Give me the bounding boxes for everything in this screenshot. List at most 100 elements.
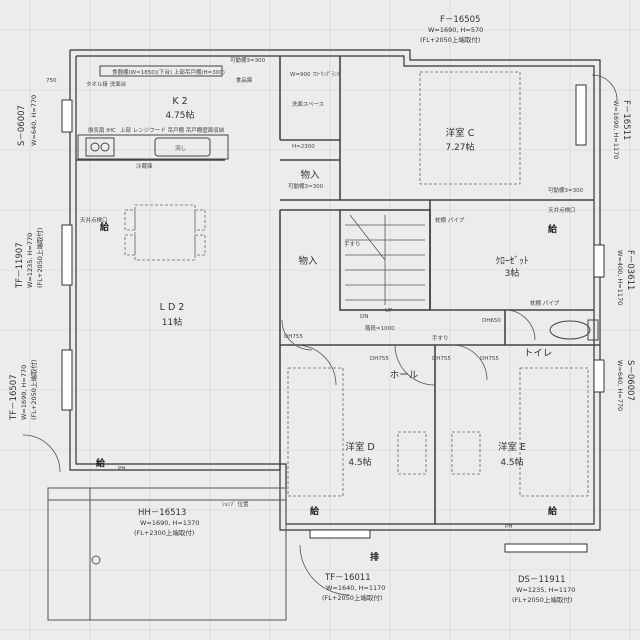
window-tf16507-code: TF－16507 bbox=[9, 374, 19, 421]
room-ld2-name: L D 2 bbox=[160, 302, 185, 313]
window-tf11907: TF－11907 W=1235, H=770 (FL+2050上端取付) bbox=[15, 228, 44, 289]
room-closet-name: ｸﾛｰｾﾞｯﾄ bbox=[495, 256, 529, 267]
window-hh16513-dims: W=1690, H=1370 bbox=[140, 519, 199, 527]
room-k2-size: 4.75帖 bbox=[165, 109, 194, 121]
window-f03611-dims: W=400, H=1170 bbox=[616, 250, 624, 305]
note-shelf-right: 可動棚3=300 bbox=[548, 186, 584, 194]
symbol-hai: 排 bbox=[370, 551, 379, 563]
symbol-kyu-ld: 給 bbox=[100, 221, 110, 233]
window-f16511-code: F－16511 bbox=[621, 100, 631, 140]
exterior-walls bbox=[69, 49, 601, 531]
room-youshitsu-c-size: 7.27帖 bbox=[445, 141, 474, 153]
room-shokuhin-name: 食品庫 bbox=[236, 76, 253, 84]
window-tf16507: TF－16507 W=1690, H=770 (FL+2050上端取付) bbox=[9, 360, 38, 421]
room-ld2-size: 11帖 bbox=[162, 316, 182, 328]
window-f03611-code: F－03611 bbox=[625, 250, 635, 290]
window-f03611: F－03611 W=400, H=1170 bbox=[616, 250, 635, 305]
note-tenjo-left: 天井点検口 bbox=[80, 216, 108, 224]
bed-youshitsu-c bbox=[419, 71, 521, 185]
window-s06007-right-code: S－06007 bbox=[625, 360, 635, 401]
note-k2-cabinet: 食器棚(W=1850)(下台) 上部吊戸棚(H=300) bbox=[112, 68, 225, 76]
window-marks bbox=[61, 84, 605, 553]
window-s06007-right-dims: W=640, H=770 bbox=[616, 360, 624, 411]
window-tf11907-code: TF－11907 bbox=[15, 242, 25, 289]
window-s06007-left-dims: W=640, H=770 bbox=[30, 95, 38, 146]
note-door-755-left: DH755 bbox=[284, 334, 303, 340]
room-closet-size: 3帖 bbox=[505, 267, 520, 279]
note-kitchen-towel: タオル掛 洗面台 bbox=[86, 80, 127, 88]
window-tf16011: TF－16011 W=1640, H=1170 (FL+2050上端取付) bbox=[322, 573, 385, 602]
room-youshitsu-e-size: 4.5帖 bbox=[500, 456, 523, 468]
room-youshitsu-d-size: 4.5帖 bbox=[348, 456, 371, 468]
note-ph-right: PH bbox=[505, 524, 512, 530]
window-f16511-dims: W=1690, H=1170 bbox=[612, 100, 620, 159]
window-tf16507-mount: (FL+2050上端取付) bbox=[29, 360, 38, 420]
note-tesuri: 手すり bbox=[344, 240, 361, 248]
note-tesuri-2: 手すり bbox=[432, 334, 449, 342]
bed-youshitsu-d bbox=[287, 367, 427, 497]
window-f16511: F－16511 W=1690, H=1170 bbox=[612, 100, 631, 159]
window-ds11911-mount: (FL+2050上端取付) bbox=[512, 595, 572, 604]
symbol-kyu-d: 給 bbox=[310, 505, 320, 517]
window-ds11911-dims: W=1235, H=1170 bbox=[516, 586, 575, 594]
note-h2300: H=2300 bbox=[292, 144, 315, 150]
note-fridge: 冷蔵庫 bbox=[136, 162, 153, 170]
room-youshitsu-c-name: 洋室 C bbox=[446, 127, 475, 139]
note-pipe-lower: 枕棚 パイプ bbox=[530, 299, 560, 307]
room-youshitsu-e-name: 洋室 E bbox=[498, 441, 526, 453]
room-k2-name: K 2 bbox=[172, 96, 187, 107]
note-k2-stove: 換気扇 IHC bbox=[88, 126, 116, 134]
note-door-755-1: DH755 bbox=[370, 356, 389, 362]
window-tf11907-dims: W=1235, H=770 bbox=[26, 233, 34, 288]
symbol-kyu-closet: 給 bbox=[548, 223, 558, 235]
window-f16505: F－16505 W=1690, H=570 (FL+2050上端取付) bbox=[420, 15, 483, 44]
window-tf16011-mount: (FL+2050上端取付) bbox=[322, 593, 382, 602]
window-s06007-left: S－06007 W=640, H=770 bbox=[17, 95, 38, 146]
window-hh16513-code: HH－16513 bbox=[138, 508, 186, 518]
note-k2-sink: 流し bbox=[175, 144, 186, 152]
kitchen-counter bbox=[77, 65, 229, 160]
window-f16505-code: F－16505 bbox=[440, 15, 480, 25]
symbol-kyu-e: 給 bbox=[548, 505, 558, 517]
bed-youshitsu-e bbox=[451, 367, 589, 497]
stair-treads bbox=[345, 214, 425, 305]
interior-walls bbox=[76, 56, 600, 524]
note-door-650: DH650 bbox=[482, 318, 501, 324]
note-k2-shelf: 可動棚3=300 bbox=[230, 56, 266, 64]
window-hh16513-mount: (FL+2300上端取付) bbox=[134, 528, 194, 537]
window-f16505-mount: (FL+2050上端取付) bbox=[420, 35, 480, 44]
room-senmen-name: 洗面スペース bbox=[292, 100, 324, 108]
note-shelf-monoire: 可動棚3=300 bbox=[288, 182, 324, 190]
note-hoken-d: ｼｮﾝﾌﾞ 位置 bbox=[222, 500, 249, 508]
note-dn: DN bbox=[360, 314, 368, 320]
window-tf11907-mount: (FL+2050上端取付) bbox=[35, 228, 44, 288]
note-door-755-2: DH755 bbox=[432, 356, 451, 362]
window-s06007-left-code: S－06007 bbox=[17, 105, 27, 146]
room-toilet-name: トイレ bbox=[524, 348, 553, 359]
door-swings bbox=[22, 74, 618, 596]
note-door-755-3: DH755 bbox=[480, 356, 499, 362]
symbol-kyu-bottom: 給 bbox=[96, 457, 106, 469]
note-senmen-cab: W=900 ﾌﾛｰﾘﾝｸﾞﾗﾝｸ bbox=[290, 71, 340, 78]
note-tenjo-right: 天井点検口 bbox=[548, 206, 576, 214]
note-stair-width: 階段=1000 bbox=[365, 324, 395, 332]
note-ph-left: PH bbox=[118, 466, 125, 472]
note-k2-upper: 上部 レンジフード 吊戸棚 吊戸棚壁面収納 bbox=[120, 126, 225, 134]
note-dim-750: 750 bbox=[46, 78, 57, 84]
room-hall-name: ホール bbox=[390, 370, 419, 381]
room-monoire-small-name: 物入 bbox=[300, 169, 320, 181]
note-up: UP bbox=[385, 308, 393, 314]
window-tf16507-dims: W=1690, H=770 bbox=[20, 365, 28, 420]
window-f16505-dims: W=1690, H=570 bbox=[428, 26, 483, 34]
window-tf16011-dims: W=1640, H=1170 bbox=[326, 584, 385, 592]
room-monoire-stair-name: 物入 bbox=[298, 255, 318, 267]
dining-table bbox=[124, 204, 206, 261]
balcony-area bbox=[47, 487, 287, 621]
window-ds11911-code: DS－11911 bbox=[518, 575, 565, 585]
toilet-fixture bbox=[549, 319, 599, 341]
room-youshitsu-d-name: 洋室 D bbox=[345, 441, 374, 453]
window-tf16011-code: TF－16011 bbox=[324, 573, 371, 583]
window-hh16513: HH－16513 W=1690, H=1370 (FL+2300上端取付) bbox=[134, 508, 199, 537]
window-ds11911: DS－11911 W=1235, H=1170 (FL+2050上端取付) bbox=[512, 575, 575, 604]
